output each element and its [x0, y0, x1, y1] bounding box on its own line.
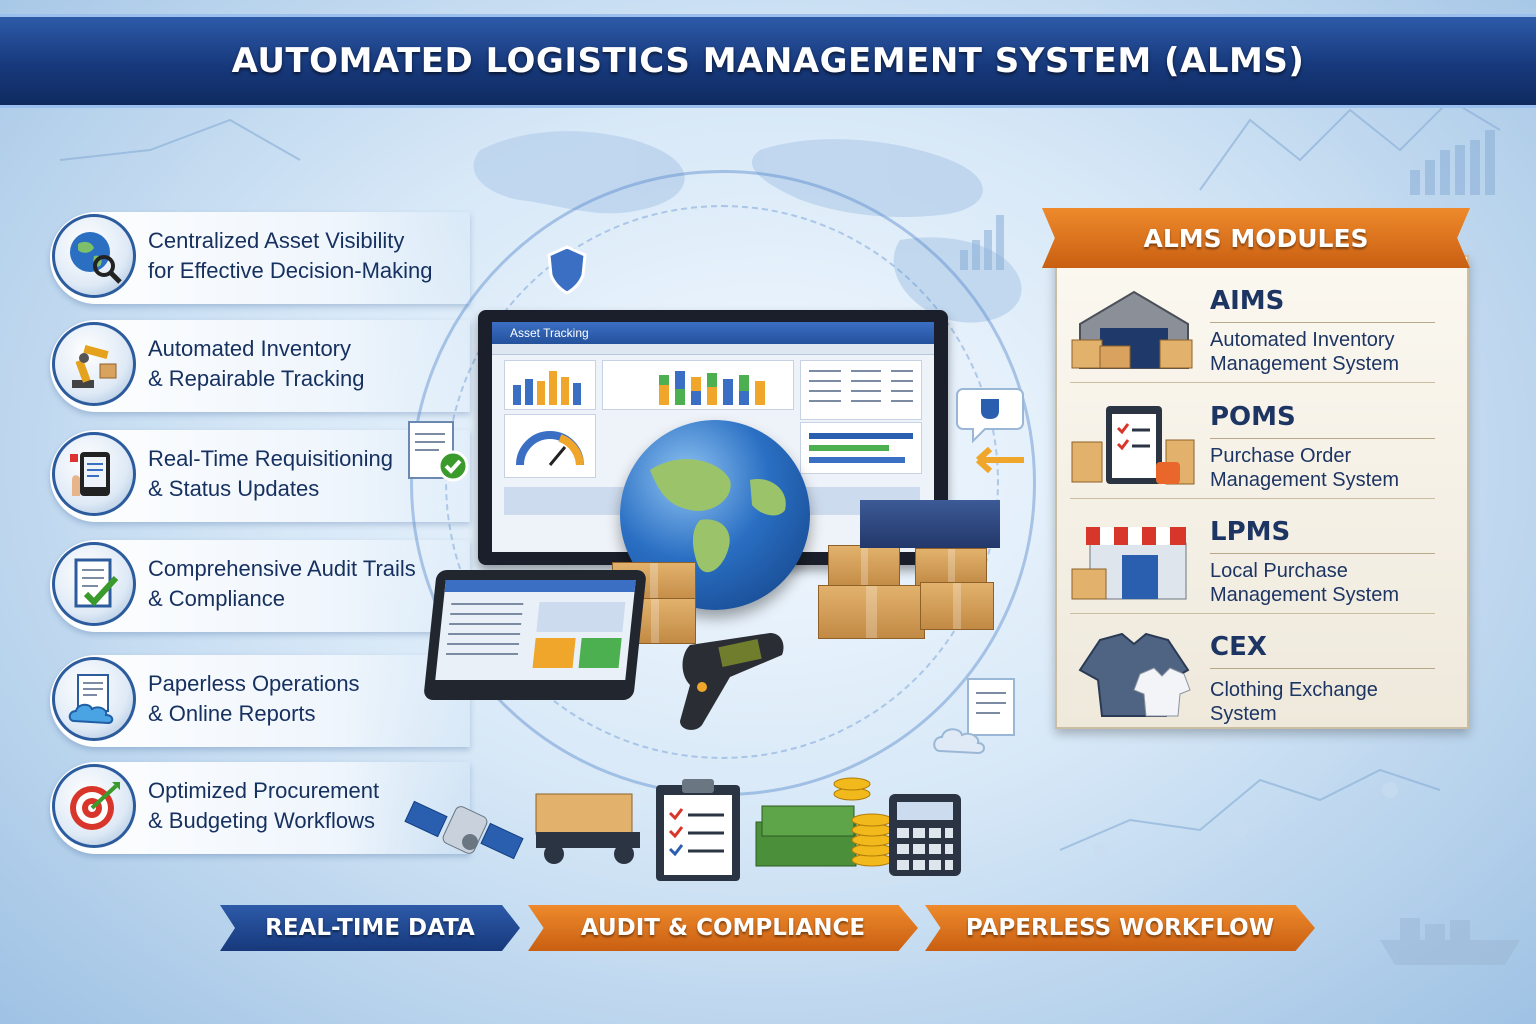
stacked-chart-panel — [602, 360, 794, 410]
ribbon-audit-compliance: AUDIT & COMPLIANCE — [528, 905, 918, 951]
module-code: AIMS — [1210, 286, 1285, 316]
globe-continents — [650, 459, 786, 573]
satellite-icon — [404, 800, 524, 860]
checklist-icon — [52, 542, 136, 626]
handheld-device-icon — [52, 432, 136, 516]
data-table-panel — [800, 360, 922, 420]
module-divider — [1210, 322, 1435, 323]
module-desc-line1: Local Purchase — [1210, 560, 1348, 582]
module-desc-line2: Management System — [1210, 353, 1399, 375]
cardboard-box — [818, 585, 925, 639]
module-desc-line1: Automated Inventory — [1210, 329, 1395, 351]
modules-header: ALMS MODULES — [1042, 208, 1470, 268]
module-desc-line1: Purchase Order — [1210, 445, 1352, 467]
mini-bar-chart — [513, 371, 581, 405]
ribbon-paperless-workflow: PAPERLESS WORKFLOW — [925, 905, 1315, 951]
module-divider — [1210, 668, 1435, 669]
feature-line2: for Effective Decision-Making — [148, 258, 433, 283]
app-title-bar: Asset Tracking — [492, 322, 934, 344]
module-lpms: LPMS Local Purchase Management System — [1070, 503, 1435, 614]
mini-table — [809, 370, 913, 402]
feature-audit-trails: Comprehensive Audit Trails & Compliance — [50, 540, 470, 632]
feature-line1: Real-Time Requisitioning — [148, 446, 393, 471]
feature-requisitioning: Real-Time Requisitioning & Status Update… — [50, 430, 470, 522]
feature-procurement: Optimized Procurement & Budgeting Workfl… — [50, 762, 470, 854]
module-divider — [1210, 553, 1435, 554]
title-banner: AUTOMATED LOGISTICS MANAGEMENT SYSTEM (A… — [0, 14, 1536, 108]
ribbon-label: AUDIT & COMPLIANCE — [580, 915, 866, 941]
tablet-dashboard — [444, 580, 636, 668]
app-menu-row — [492, 344, 934, 355]
shield-icon — [547, 245, 587, 295]
app-title: Asset Tracking — [510, 326, 589, 340]
feature-line2: & Budgeting Workflows — [148, 808, 376, 833]
cardboard-box — [920, 582, 994, 630]
feature-line1: Comprehensive Audit Trails — [148, 556, 416, 581]
module-desc-line2: Management System — [1210, 469, 1399, 491]
feature-paperless: Paperless Operations & Online Reports — [50, 655, 470, 747]
ribbon-real-time-data: REAL-TIME DATA — [220, 905, 520, 951]
mini-gauge — [516, 431, 584, 466]
central-ring-dashed-decoration — [445, 205, 999, 759]
feature-line1: Paperless Operations — [148, 671, 360, 696]
cloud-document-icon — [52, 657, 136, 741]
robot-arm-icon — [52, 322, 136, 406]
progress-panel — [800, 422, 922, 474]
feature-line1: Automated Inventory — [148, 336, 352, 361]
ribbon-label: REAL-TIME DATA — [265, 915, 475, 941]
calculator-icon — [889, 794, 961, 876]
mini-progress-bars — [809, 433, 913, 463]
module-desc-line2: Management System — [1210, 584, 1399, 606]
warehouse-icon — [1071, 290, 1193, 369]
module-code: POMS — [1210, 402, 1296, 432]
tablet-screen — [435, 580, 636, 680]
cardboard-box — [828, 545, 900, 589]
barcode-scanner-icon — [680, 633, 784, 730]
feature-line2: & Online Reports — [148, 701, 316, 726]
module-code: CEX — [1210, 632, 1267, 662]
feature-asset-visibility: Centralized Asset Visibility for Effecti… — [50, 212, 470, 304]
feature-inventory-tracking: Automated Inventory & Repairable Trackin… — [50, 320, 470, 412]
bar-chart-panel — [504, 360, 596, 410]
feature-line2: & Status Updates — [148, 476, 320, 501]
storefront-icon — [1071, 527, 1187, 600]
module-aims: AIMS Automated Inventory Management Syst… — [1070, 272, 1435, 383]
money-coins-icon — [755, 777, 893, 867]
clipboard-checklist-icon — [656, 779, 740, 881]
arrow-left-icon — [975, 446, 1024, 474]
page-title: AUTOMATED LOGISTICS MANAGEMENT SYSTEM (A… — [231, 41, 1305, 81]
module-code: LPMS — [1210, 517, 1291, 547]
delivery-cart-icon — [535, 793, 640, 864]
feature-line2: & Compliance — [148, 586, 285, 611]
gauge-panel — [504, 414, 596, 478]
document-check-icon — [408, 421, 469, 482]
tablet-device — [423, 570, 647, 700]
feature-line1: Centralized Asset Visibility — [148, 228, 405, 253]
mini-stacked-chart — [659, 371, 765, 405]
module-desc-line1: Clothing Exchange System — [1210, 679, 1378, 725]
ribbon-label: PAPERLESS WORKFLOW — [965, 915, 1275, 941]
feature-line2: & Repairable Tracking — [148, 366, 365, 391]
target-icon — [52, 764, 136, 848]
navy-crate — [860, 500, 1000, 548]
modules-header-label: ALMS MODULES — [1143, 223, 1369, 253]
uniform-icon — [1078, 632, 1191, 717]
clipboard-icon — [1071, 406, 1195, 485]
module-cex: CEX Clothing Exchange System — [1070, 618, 1435, 728]
globe-magnifier-icon — [52, 214, 136, 298]
cardboard-box — [915, 548, 987, 586]
cloud-document-icon — [933, 678, 1015, 755]
module-divider — [1210, 438, 1435, 439]
module-poms: POMS Purchase Order Management System — [1070, 388, 1435, 499]
feature-line1: Optimized Procurement — [148, 778, 380, 803]
chat-bubble-icon — [956, 388, 1024, 444]
